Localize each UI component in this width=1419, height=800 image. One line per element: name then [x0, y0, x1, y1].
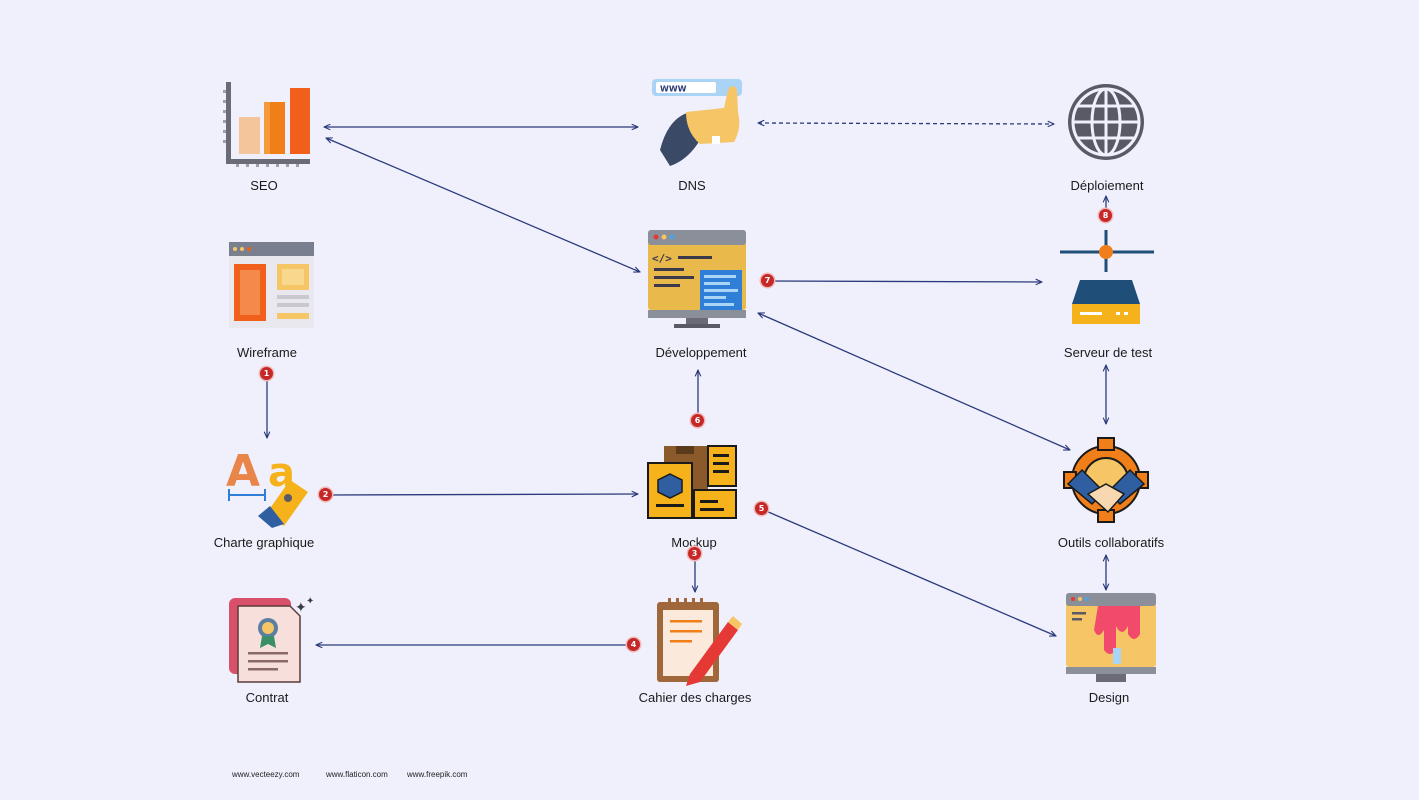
arrow-developpement-outils [758, 312, 1070, 451]
node-label-design: Design [1088, 690, 1130, 705]
wireframe-icon [229, 242, 314, 328]
credit-flaticon: www.flaticon.com [326, 770, 388, 779]
node-label-serveur-test: Serveur de test [1063, 345, 1153, 360]
typography-pen-icon: A a [226, 446, 308, 528]
step-badge-4: 4 [627, 638, 640, 651]
step-badge-7: 7 [761, 274, 774, 287]
arrow-seo-developpement [326, 138, 640, 272]
www-hand-icon: WWW [652, 79, 742, 166]
server-icon [1060, 230, 1154, 324]
node-label-cahier: Cahier des charges [638, 690, 752, 705]
node-label-dns: DNS [678, 178, 706, 193]
arrow-dns-deploiement [758, 123, 1054, 124]
node-label-wireframe: Wireframe [237, 345, 297, 360]
step-badge-1: 1 [260, 367, 273, 380]
www-text: WWW [660, 85, 687, 94]
node-label-mockup: Mockup [671, 535, 717, 550]
step-badge-2: 2 [319, 488, 332, 501]
paint-monitor-icon [1066, 593, 1156, 682]
credit-freepik: www.freepik.com [407, 770, 468, 779]
step-badge-8: 8 [1099, 209, 1112, 222]
bar-chart-icon [223, 82, 310, 167]
svg-text:</>: </> [652, 252, 672, 265]
step-badge-6: 6 [691, 414, 704, 427]
mockup-icon [647, 445, 737, 519]
node-label-contrat: Contrat [245, 690, 289, 705]
arrow-mockup-design [765, 510, 1056, 636]
certificate-icon: ✦ ✦ [229, 596, 314, 683]
svg-text:✦: ✦ [306, 596, 314, 607]
arrow-charte-mockup [325, 494, 638, 495]
arrow-developpement-serveur [767, 281, 1042, 282]
svg-text:✦: ✦ [295, 600, 307, 616]
code-monitor-icon: </> [648, 230, 746, 328]
connectors [267, 123, 1106, 645]
clipboard-pencil-icon [657, 598, 742, 686]
node-label-charte: Charte graphique [213, 535, 315, 550]
globe-icon [1068, 84, 1144, 160]
svg-text:A: A [226, 446, 260, 497]
step-badge-3: 3 [688, 547, 701, 560]
node-label-developpement: Développement [655, 345, 747, 360]
step-badge-5: 5 [755, 502, 768, 515]
node-label-deploiement: Déploiement [1070, 178, 1144, 193]
node-label-seo: SEO [250, 178, 278, 193]
handshake-gear-icon [1063, 437, 1149, 523]
node-label-outils: Outils collaboratifs [1057, 535, 1165, 550]
credit-vecteezy: www.vecteezy.com [232, 770, 300, 779]
